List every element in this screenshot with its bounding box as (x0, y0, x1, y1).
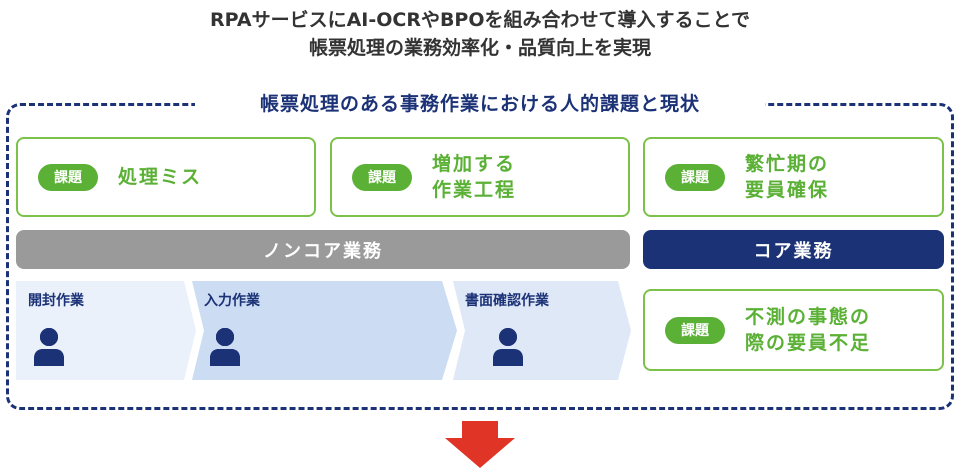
task-label: 書面確認作業 (465, 293, 549, 309)
headline: RPAサービスにAI-OCRやBPOを組み合わせて導入することで 帳票処理の業務… (0, 6, 960, 62)
down-arrow-icon (445, 421, 515, 468)
task-input: 入力作業 (192, 281, 457, 380)
person-icon (210, 328, 240, 366)
person-icon (493, 328, 523, 366)
issue-text: 処理ミス (118, 166, 203, 188)
person-icon (34, 328, 64, 366)
core-band: コア業務 (643, 230, 944, 269)
task-document-check: 書面確認作業 (453, 281, 631, 380)
issue-box-processing-error: 課題 処理ミス (16, 137, 316, 217)
headline-line-2: 帳票処理の業務効率化・品質向上を実現 (308, 37, 651, 59)
issue-text: 不測の事態の 際の要員不足 (745, 306, 872, 354)
headline-line-1: RPAサービスにAI-OCRやBPOを組み合わせて導入することで (210, 9, 750, 31)
issue-box-unexpected-shortage: 課題 不測の事態の 際の要員不足 (643, 289, 944, 371)
task-label: 入力作業 (204, 293, 260, 309)
task-opening: 開封作業 (16, 281, 196, 380)
issue-badge: 課題 (665, 163, 725, 191)
issue-text: 増加する 作業工程 (432, 153, 517, 201)
task-label: 開封作業 (28, 293, 84, 309)
issue-box-increasing-steps: 課題 増加する 作業工程 (330, 137, 630, 217)
issue-badge: 課題 (352, 163, 412, 191)
issue-badge: 課題 (38, 163, 98, 191)
task-chevron (192, 281, 457, 380)
issue-badge: 課題 (665, 316, 725, 344)
issue-box-busy-season-staffing: 課題 繁忙期の 要員確保 (643, 137, 944, 217)
issue-text: 繁忙期の 要員確保 (745, 153, 830, 201)
noncore-band: ノンコア業務 (16, 230, 630, 269)
frame-title: 帳票処理のある事務作業における人的課題と現状 (195, 91, 765, 117)
